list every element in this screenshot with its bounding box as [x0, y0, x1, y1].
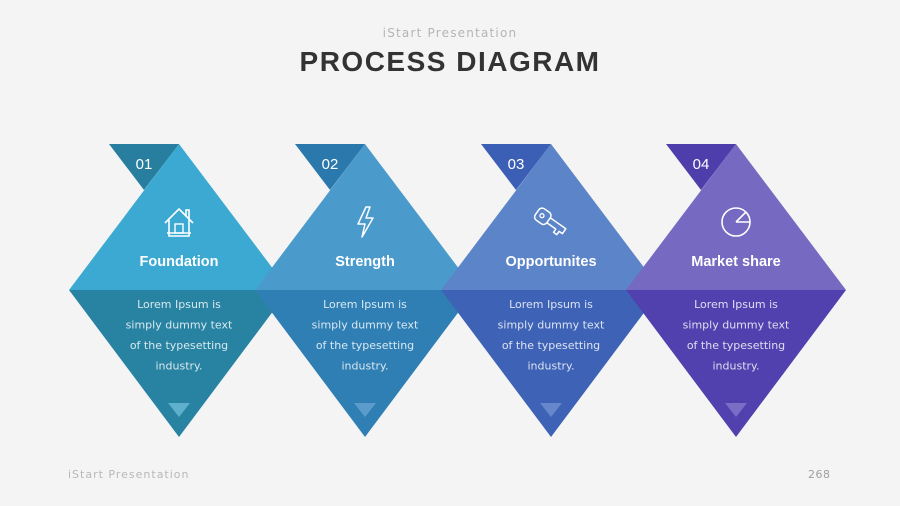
down-arrow-icon: [725, 403, 747, 417]
diamond-top: [626, 144, 846, 290]
number-tab: [109, 144, 179, 190]
step-title: Foundation: [140, 254, 219, 270]
step-number: 01: [136, 156, 153, 173]
step-description-line: simply dummy text: [126, 319, 233, 332]
step-title: Market share: [691, 254, 780, 270]
down-arrow-icon: [168, 403, 190, 417]
diamond-edge: [515, 144, 551, 192]
step-description-line: industry.: [156, 360, 203, 373]
step-description-line: of the typesetting: [130, 339, 228, 352]
step-description-line: of the typesetting: [687, 339, 785, 352]
house-icon: [164, 208, 194, 237]
key-icon: [533, 207, 567, 236]
diamond-edge: [329, 144, 365, 192]
step-number: 03: [508, 156, 525, 173]
step-description-line: Lorem Ipsum is: [694, 298, 778, 311]
step-description-line: industry.: [528, 360, 575, 373]
step-description-line: simply dummy text: [312, 319, 419, 332]
step-title: Opportunites: [505, 254, 596, 270]
diamond-edge: [143, 144, 179, 192]
page-title: PROCESS DIAGRAM: [299, 46, 601, 77]
diamond-top: [255, 144, 475, 290]
diamond-bottom: [626, 290, 846, 437]
step-title: Strength: [335, 254, 395, 270]
diamond-bottom: [441, 290, 661, 437]
step-description-line: industry.: [342, 360, 389, 373]
step-description-line: industry.: [713, 360, 760, 373]
lightning-icon: [357, 206, 374, 238]
step-description-line: simply dummy text: [498, 319, 605, 332]
pie-chart-icon: [721, 207, 751, 237]
number-tab: [481, 144, 551, 190]
footer-brand: iStart Presentation: [68, 468, 190, 481]
step-description-line: of the typesetting: [316, 339, 414, 352]
step-description-line: simply dummy text: [683, 319, 790, 332]
step-description-line: of the typesetting: [502, 339, 600, 352]
diamond-edge: [700, 144, 736, 192]
page-number: 268: [808, 468, 831, 481]
step-description-line: Lorem Ipsum is: [509, 298, 593, 311]
step-description-line: Lorem Ipsum is: [137, 298, 221, 311]
number-tab: [295, 144, 365, 190]
diamond-bottom: [69, 290, 289, 437]
step-number: 04: [693, 156, 710, 173]
diamond-top: [69, 144, 289, 290]
step-number: 02: [322, 156, 339, 173]
step-description-line: Lorem Ipsum is: [323, 298, 407, 311]
diamond-bottom: [255, 290, 475, 437]
down-arrow-icon: [540, 403, 562, 417]
down-arrow-icon: [354, 403, 376, 417]
header-subtitle: iStart Presentation: [382, 26, 518, 40]
number-tab: [666, 144, 736, 190]
